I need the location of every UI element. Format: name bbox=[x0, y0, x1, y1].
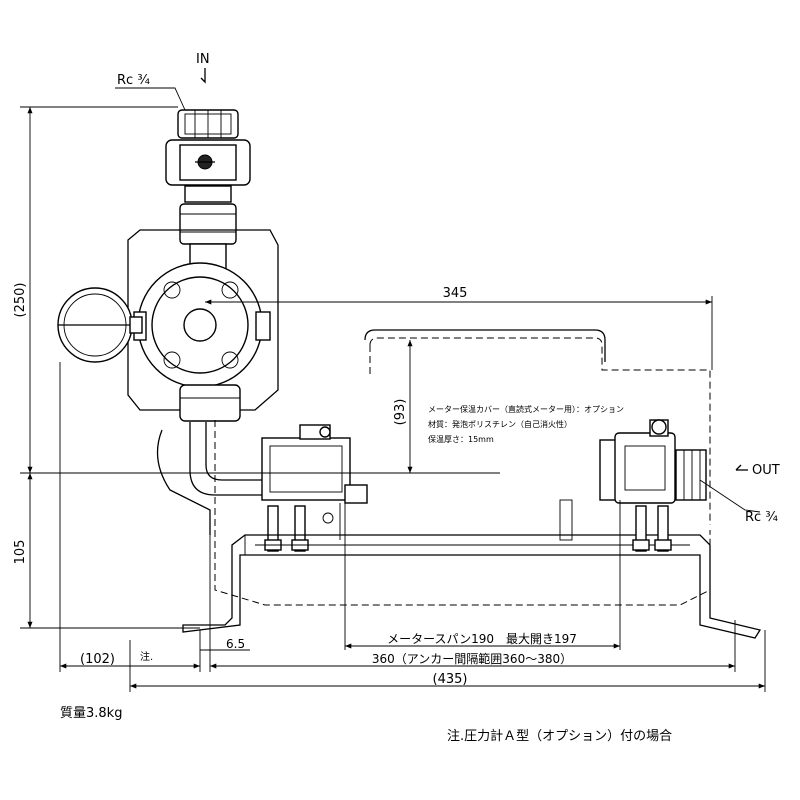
footnote-label: 注.圧力計Ａ型（オプション）付の場合 bbox=[447, 728, 672, 744]
dim-105-label: 105 bbox=[13, 540, 28, 565]
dim-345-label: 345 bbox=[443, 286, 468, 301]
cover-note-line2: 材質：発泡ポリスチレン（自己消火性） bbox=[428, 419, 572, 429]
meter-housing bbox=[127, 229, 279, 411]
inlet-thread-label: Rc ¾ bbox=[117, 73, 150, 88]
anchor-pitch-label: 360（アンカー間隔範囲360～380） bbox=[372, 651, 572, 666]
inlet-valve-assembly bbox=[165, 109, 251, 277]
cover-note-line3: 保温厚さ：15mm bbox=[428, 434, 494, 444]
dimension-lines bbox=[20, 68, 766, 692]
dim-6-5-label: 6.5 bbox=[226, 637, 245, 651]
dim-102-note: 注. bbox=[140, 650, 153, 663]
outlet-thread-label: Rc ¾ bbox=[745, 510, 778, 525]
weight-label: 質量3.8kg bbox=[60, 706, 122, 721]
outlet-union bbox=[599, 419, 707, 552]
cover-note-line1: メーター保温カバー（直読式メーター用）：オプション bbox=[428, 404, 624, 414]
left-mounting-bolts bbox=[264, 505, 309, 552]
outlet-label: OUT bbox=[752, 463, 780, 478]
meter-insulation-cover bbox=[214, 329, 711, 606]
inlet-label: IN bbox=[196, 52, 210, 67]
total-width-label: (435) bbox=[433, 672, 468, 687]
dim-250-label: (250) bbox=[13, 283, 28, 318]
lower-piping bbox=[156, 384, 368, 540]
dim-102-label: (102) bbox=[80, 652, 115, 667]
meter-span-label: メータースパン190 最大開き197 bbox=[387, 632, 577, 646]
dim-93-label: (93) bbox=[393, 399, 408, 426]
pressure-gauge bbox=[57, 287, 143, 363]
